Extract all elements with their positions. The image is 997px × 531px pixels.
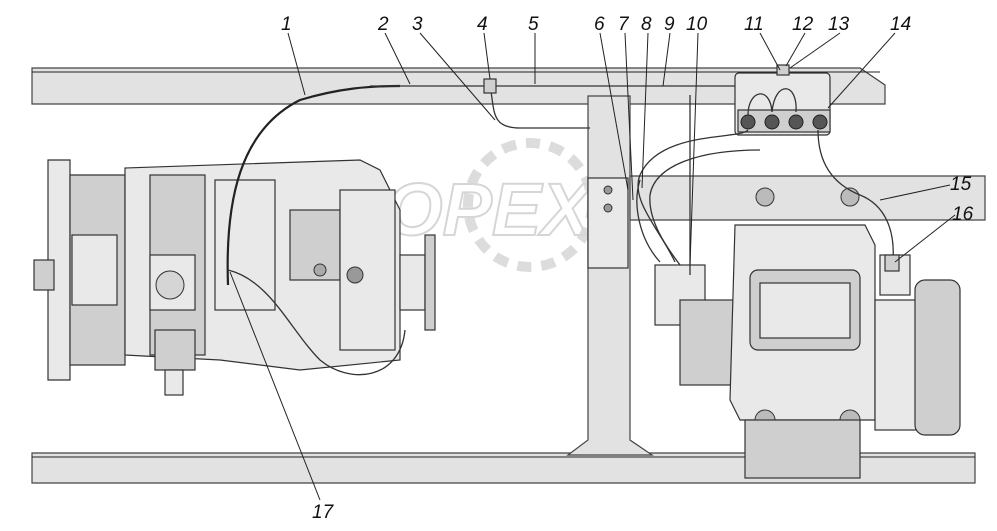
- valve-block: [734, 64, 831, 136]
- lower-frame-rail: [31, 452, 976, 484]
- callout-11: 11: [744, 14, 764, 35]
- line-8: [636, 179, 661, 263]
- callout-13: 13: [828, 14, 850, 35]
- callout-17: 17: [312, 502, 335, 523]
- hose-1: [226, 84, 401, 286]
- callout-4: 4: [477, 14, 488, 35]
- tee-4: [483, 78, 497, 94]
- watermark-text: ОРЕХ: [385, 168, 595, 251]
- callout-3: 3: [412, 14, 423, 35]
- main-gearbox: [33, 159, 436, 396]
- cross-member: [566, 95, 654, 456]
- callout-1: 1: [281, 14, 292, 35]
- hose-return: [227, 269, 406, 376]
- transfer-case: [654, 224, 961, 479]
- callout-2: 2: [377, 14, 389, 35]
- callout-12: 12: [792, 14, 814, 35]
- callout-8: 8: [641, 14, 652, 35]
- callout-14: 14: [890, 14, 911, 35]
- callout-9: 9: [664, 14, 675, 35]
- callout-10: 10: [686, 14, 708, 35]
- fitting-16: [884, 254, 900, 272]
- callout-6: 6: [594, 14, 605, 35]
- middle-beam: [629, 175, 986, 221]
- callout-16: 16: [952, 204, 974, 225]
- watermark: ОРЕХ: [384, 138, 597, 272]
- line-7: [649, 149, 761, 266]
- hose-15: [817, 129, 894, 261]
- line-6: [637, 129, 749, 263]
- callout-15: 15: [950, 174, 972, 195]
- callout-5: 5: [528, 14, 539, 35]
- callout-7: 7: [618, 14, 630, 35]
- line-3: [489, 85, 590, 129]
- leader-lines: [229, 32, 956, 501]
